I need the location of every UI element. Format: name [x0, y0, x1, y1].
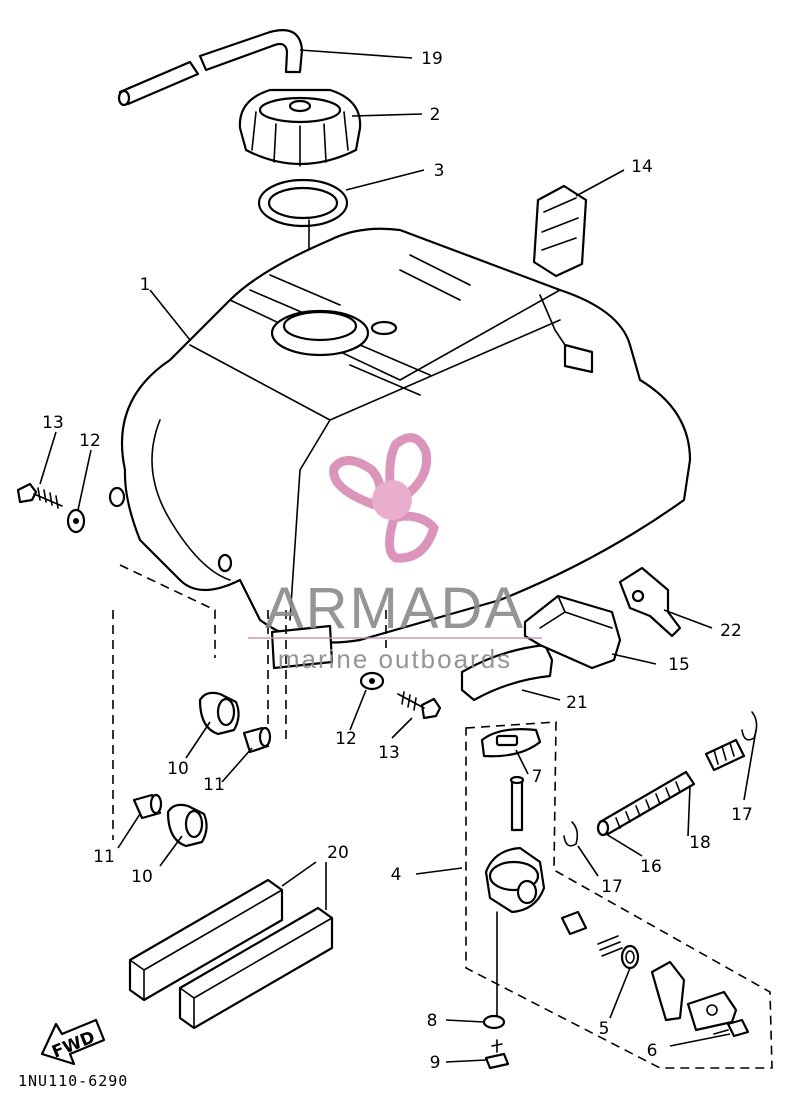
fwd-arrow-icon: FWD [40, 1018, 106, 1066]
drain-screw-part [484, 1039, 510, 1070]
filter-cup-gasket-part [482, 1014, 506, 1030]
damper-pad-part-rear [128, 878, 284, 1002]
callout-15: 15 [668, 655, 690, 675]
bolt-part-left [16, 482, 63, 509]
callout-13-right: 13 [378, 743, 400, 763]
hose-protector-part [704, 738, 746, 772]
bracket-part [523, 594, 622, 670]
callout-17-upper: 17 [731, 805, 753, 825]
callout-3: 3 [434, 161, 445, 181]
clip-part [532, 184, 588, 278]
callout-16: 16 [640, 857, 662, 877]
fuel-cock-assembly [465, 721, 773, 1069]
callout-20: 20 [327, 843, 349, 863]
o-ring-part [620, 944, 640, 970]
callout-21: 21 [566, 693, 588, 713]
collar-part-upper [242, 726, 272, 754]
callout-10-lower: 10 [131, 867, 153, 887]
callout-6: 6 [647, 1041, 658, 1061]
watermark-tagline: marine outboards [278, 644, 512, 674]
screw-part [713, 1018, 750, 1038]
callout-8: 8 [427, 1011, 438, 1031]
hose-clamp-part-lower [563, 821, 579, 847]
watermark: ARMADA marine outboards [248, 433, 542, 674]
callout-19: 19 [421, 49, 443, 69]
damper-part [460, 643, 554, 702]
fuel-hose-part [596, 770, 696, 837]
callout-17-lower: 17 [601, 877, 623, 897]
callout-11-upper: 11 [203, 775, 225, 795]
drawing-code: 1NU110-6290 [18, 1072, 128, 1090]
callout-10-upper: 10 [167, 759, 189, 779]
grommet-part-lower [166, 803, 208, 848]
callout-2: 2 [430, 105, 441, 125]
callout-7: 7 [532, 767, 543, 787]
propeller-logo-icon [329, 433, 440, 563]
breather-hose-part [117, 29, 304, 107]
washer-part-left [66, 508, 86, 534]
callout-18: 18 [689, 833, 711, 853]
callout-labels: 19 2 3 14 1 13 12 10 11 11 10 20 12 13 2… [42, 49, 753, 1073]
cap-gasket-part [257, 178, 349, 321]
callout-4: 4 [391, 865, 402, 885]
washer-part-right [359, 671, 385, 691]
callout-14: 14 [631, 157, 653, 177]
callout-9: 9 [430, 1053, 441, 1073]
callout-1: 1 [140, 275, 151, 295]
callout-11-lower: 11 [93, 847, 115, 867]
callout-13-left: 13 [42, 413, 64, 433]
callout-12-right: 12 [335, 729, 357, 749]
watermark-brand: ARMADA [265, 576, 525, 641]
leader-lines [39, 49, 757, 1063]
damper-pad-part-front [178, 906, 334, 1030]
fuel-cap-part [238, 88, 362, 167]
collar-part-lower [132, 793, 163, 820]
stay-part [618, 566, 682, 638]
callout-5: 5 [599, 1019, 610, 1039]
assembly-guide-lines [112, 564, 387, 840]
lever-spring-parts [560, 910, 738, 1032]
callout-22: 22 [720, 621, 742, 641]
bolt-part-right [397, 691, 442, 720]
callout-12-left: 12 [79, 431, 101, 451]
